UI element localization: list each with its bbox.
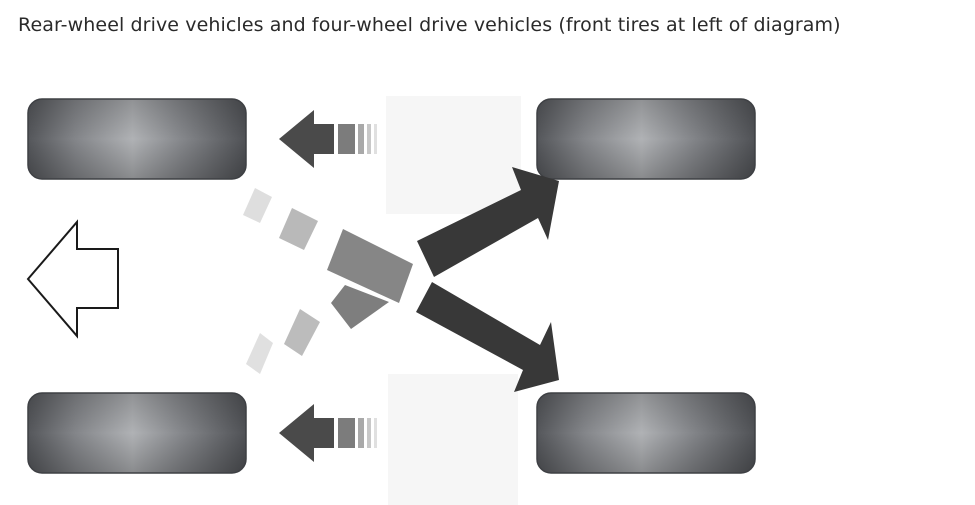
background-panel [386, 96, 521, 214]
direction-of-travel-outline-arrow-icon [26, 219, 119, 339]
tire-rear-left [27, 392, 247, 474]
tire-shift-arrow-icon-top [279, 110, 377, 168]
tire-shift-arrow-icon-bottom [279, 404, 377, 462]
page-title: Rear-wheel drive vehicles and four-wheel… [18, 14, 841, 36]
tire-rear-right [536, 392, 756, 474]
tire-rotation-trail-upper [243, 188, 413, 303]
tire-front-left [27, 98, 247, 180]
tire-rotation-cross-arrow-icon-lower [416, 282, 559, 392]
background-panel [388, 374, 518, 505]
tire-front-right [536, 98, 756, 180]
tire-rotation-trail-lower [246, 285, 389, 374]
tire-rotation-cross-arrow-icon-upper [417, 167, 559, 277]
